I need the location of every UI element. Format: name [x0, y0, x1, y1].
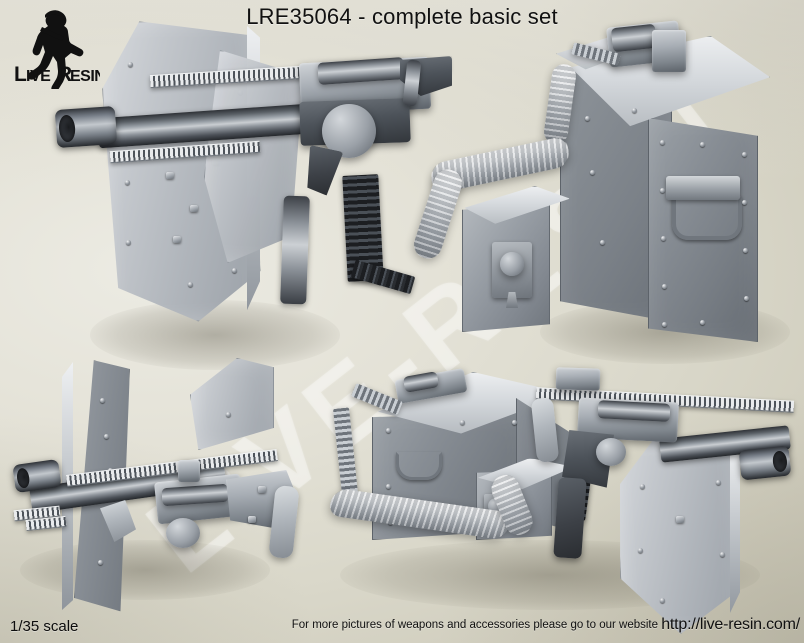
- sight-block: [178, 460, 200, 482]
- svg-text:IVE: IVE: [26, 68, 51, 85]
- feed-drum: [596, 438, 626, 466]
- carry-handle: [672, 196, 742, 240]
- muzzle-bore: [58, 114, 76, 143]
- website-note: For more pictures of weapons and accesso…: [292, 616, 800, 634]
- page-title: LRE35064 - complete basic set: [246, 4, 558, 29]
- carry-handle: [396, 452, 442, 480]
- website-note-text: For more pictures of weapons and accesso…: [291, 619, 662, 631]
- support-post: [280, 195, 310, 305]
- flash-hider: [54, 105, 118, 149]
- armor-shield-edge: [730, 446, 740, 614]
- scale-note: 1/35 scale: [10, 618, 79, 635]
- flex-chute-arc-down: [410, 165, 466, 263]
- svg-text:R: R: [57, 63, 72, 86]
- trigger-grip: [553, 477, 587, 559]
- gas-cylinder: [597, 400, 671, 422]
- carry-handle-bracket: [666, 176, 740, 200]
- website-url[interactable]: http://live-resin.com/: [661, 616, 800, 633]
- drop-shadow: [20, 540, 270, 600]
- armor-shield-back-plate: [190, 358, 274, 450]
- flash-hider: [738, 445, 792, 481]
- box-drain-plug: [506, 292, 518, 308]
- feed-drum: [322, 104, 376, 158]
- svg-text:ESIN: ESIN: [70, 68, 100, 85]
- logo-wordmark: L: [14, 63, 27, 86]
- armor-shield: [613, 435, 743, 637]
- feed-bracket: [652, 30, 686, 72]
- drop-shadow: [90, 300, 340, 370]
- trigger-grip: [301, 145, 344, 197]
- feed-drum: [166, 518, 200, 548]
- box-latch-knob: [500, 252, 524, 276]
- live-resin-logo: L IVE R ESIN: [12, 5, 100, 89]
- optics-block: [555, 367, 601, 391]
